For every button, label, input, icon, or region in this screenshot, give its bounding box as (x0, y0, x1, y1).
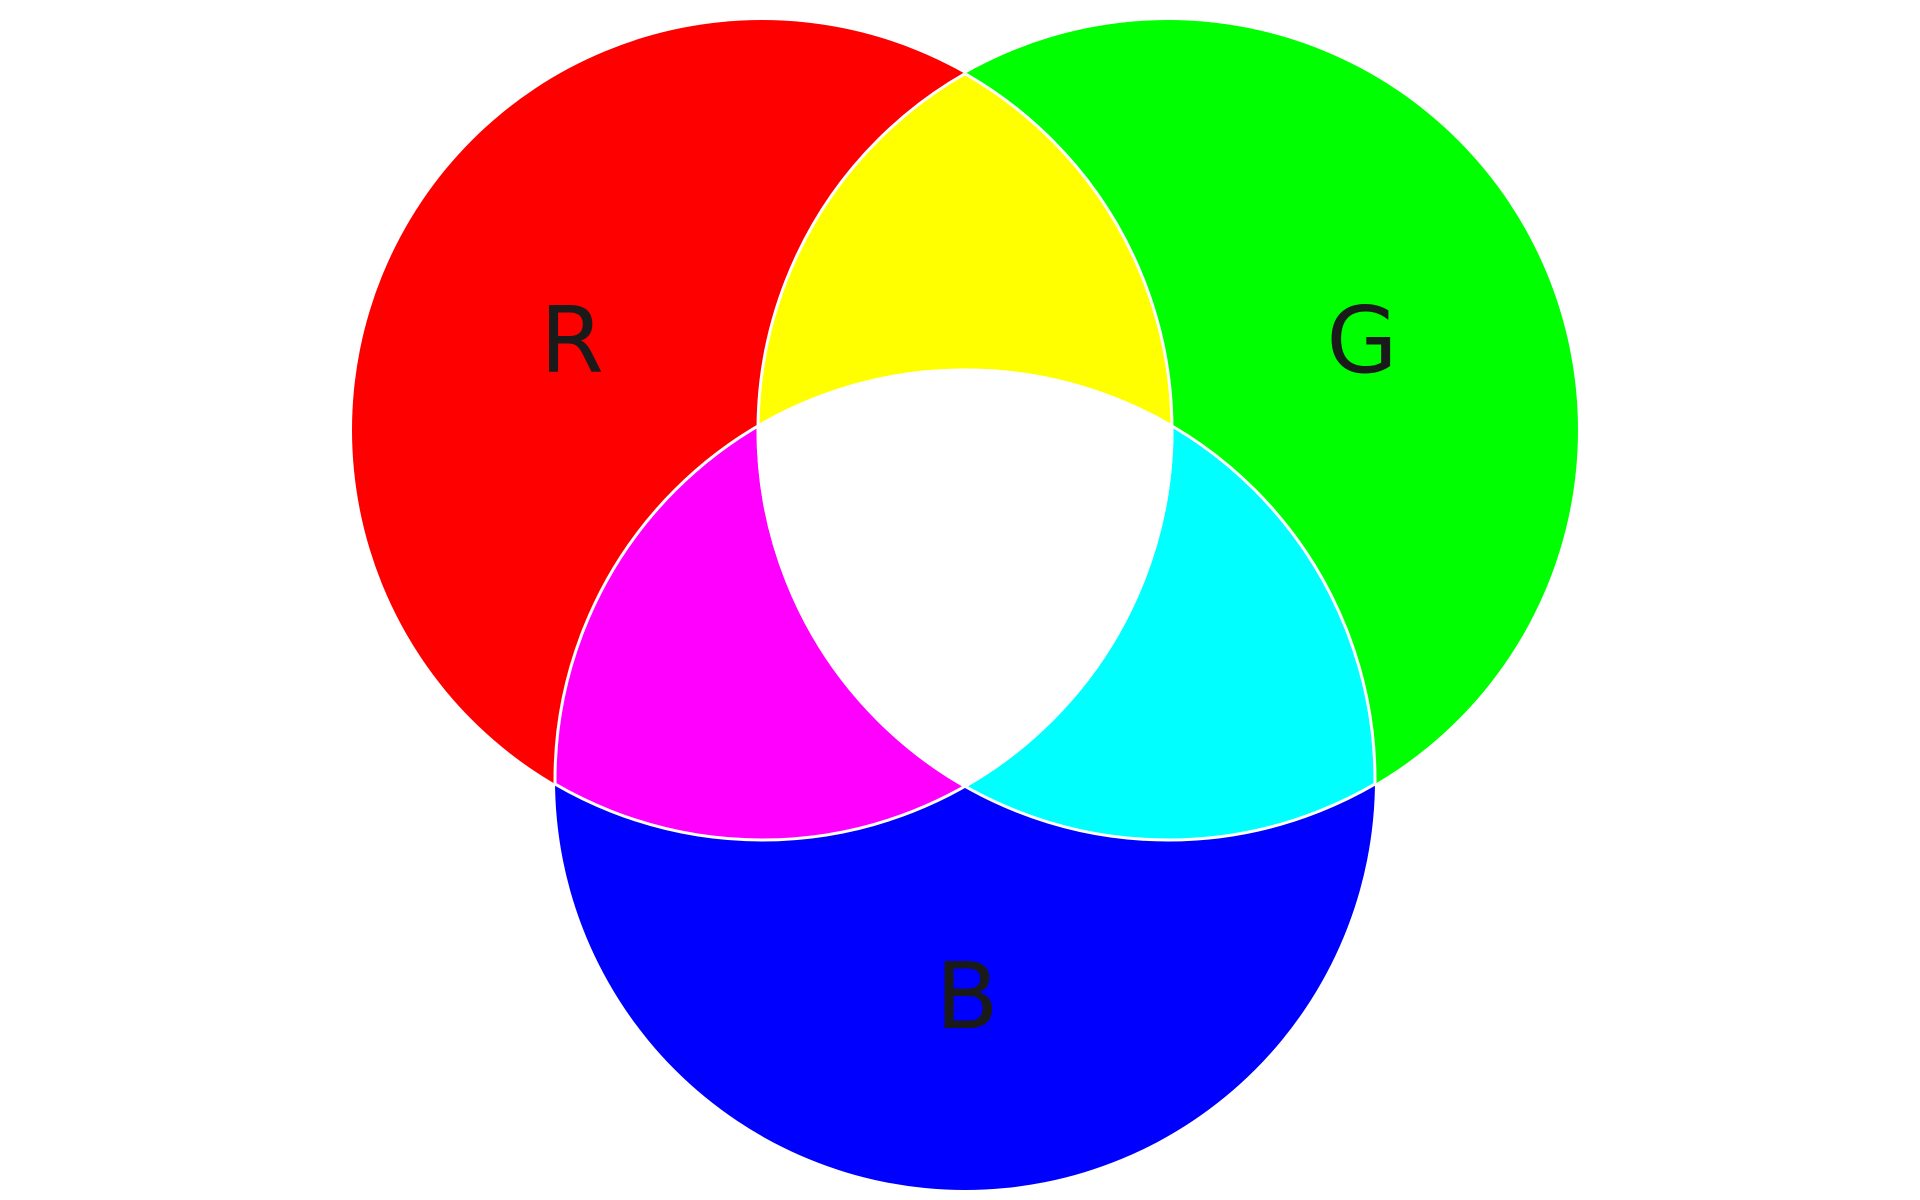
region-boundaries (553, 20, 1377, 842)
red-label: R (540, 287, 604, 394)
blue-label: B (935, 943, 998, 1050)
green-label: G (1326, 287, 1397, 394)
